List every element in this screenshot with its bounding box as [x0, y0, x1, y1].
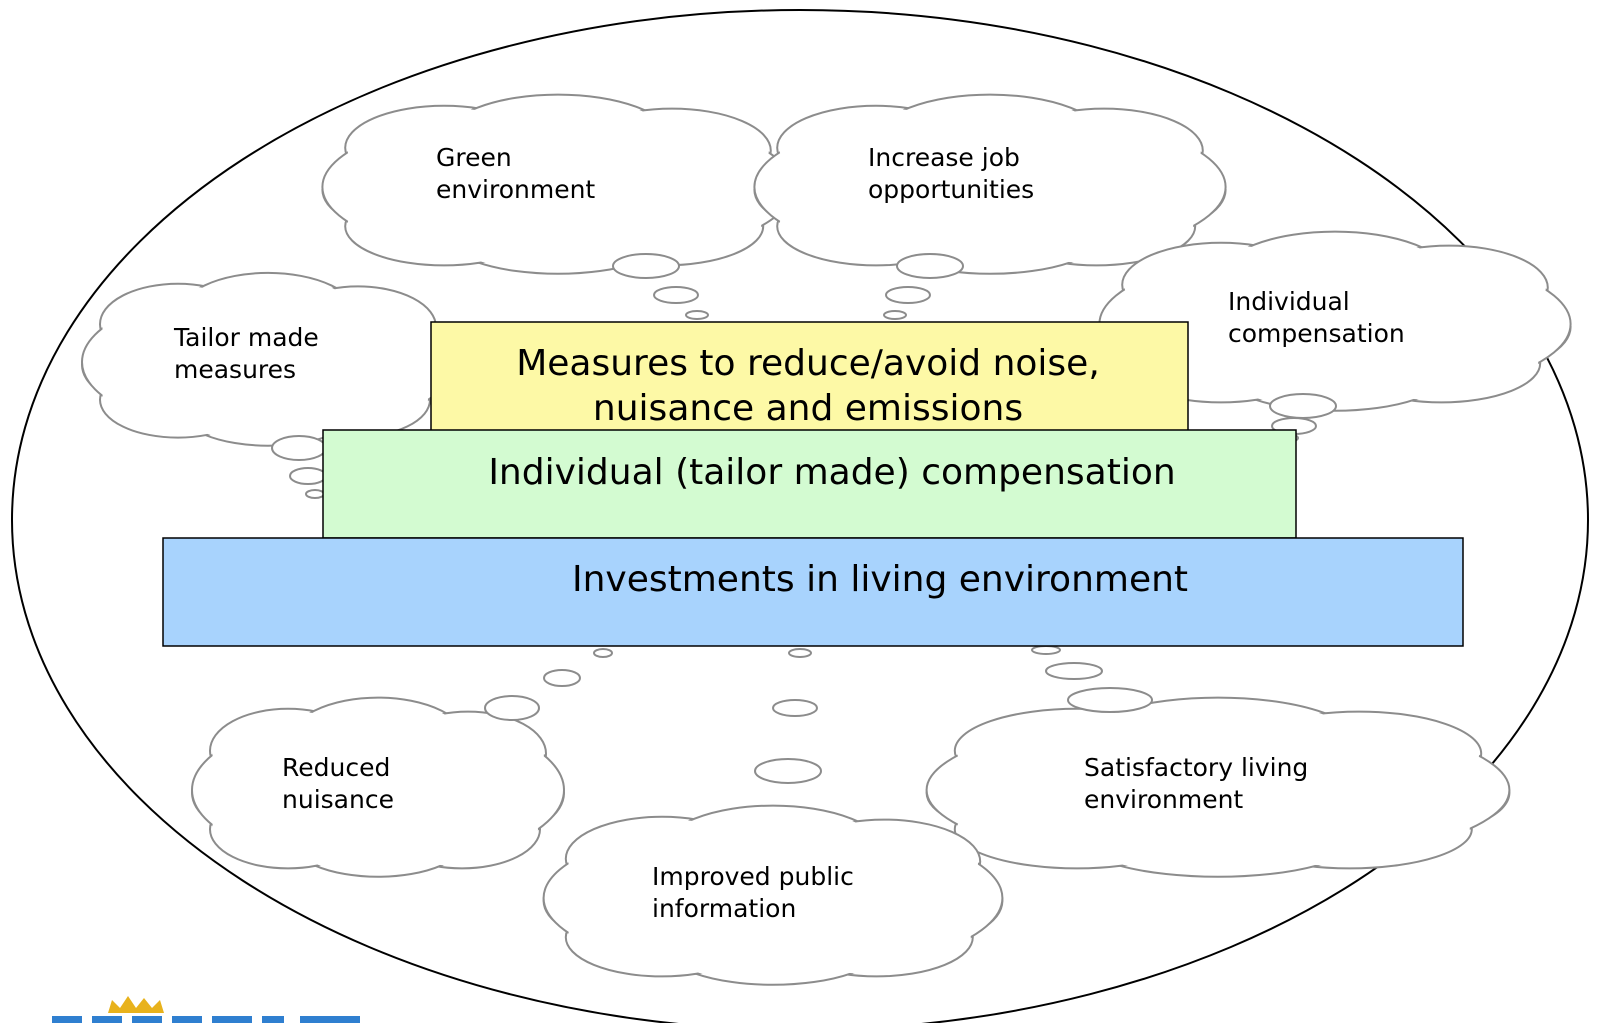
cloud-shape-reduced-nuisance [191, 696, 565, 878]
cloud-reduced-nuisance: Reduced nuisance [282, 753, 394, 814]
thought-bubble [896, 253, 964, 279]
thought-bubble [612, 253, 680, 279]
cloud-job-opportunities-line-1: Increase job [868, 143, 1020, 172]
thought-bubble [484, 695, 540, 721]
thought-bubble [754, 758, 822, 784]
thought-bubble [653, 286, 699, 304]
thought-bubble [885, 286, 931, 304]
outer-ellipse [11, 9, 1589, 1023]
cloud-living-environment: Satisfactory living environment [1084, 753, 1308, 814]
box-bottom: Investments in living environment [162, 537, 1464, 647]
cloud-tailor-made-line-2: measures [174, 355, 296, 384]
cloud-individual-compensation-line-1: Individual [1228, 287, 1350, 316]
cloud-public-information: Improved public information [652, 862, 854, 923]
cloud-job-opportunities-line-2: opportunities [868, 175, 1034, 204]
cloud-tailor-made-line-1: Tailor made [173, 323, 319, 352]
cloud-shape-job-opportunities [753, 93, 1227, 275]
thought-bubble [593, 648, 613, 658]
cloud-individual-compensation: Individual compensation [1228, 287, 1405, 348]
box-bottom-line-1: Investments in living environment [572, 559, 1188, 600]
cloud-public-information-line-1: Improved public [652, 862, 854, 891]
thought-bubble [772, 699, 818, 717]
box-top-line-2: nuisance and emissions [593, 388, 1023, 429]
cloud-shape-individual-compensation [1098, 230, 1572, 412]
cloud-green-environment-line-2: environment [436, 175, 595, 204]
thought-bubble [1031, 645, 1061, 655]
thought-bubble [289, 467, 327, 485]
cloud-shape-living-environment [925, 696, 1511, 878]
cloud-shape-tailor-made [81, 271, 455, 447]
box-top-line-1: Measures to reduce/avoid noise, [516, 343, 1100, 384]
clouds-layer [81, 93, 1572, 986]
cloud-tailor-made: Tailor made measures [173, 323, 319, 384]
thought-bubble [883, 310, 907, 320]
thought-bubble [1067, 687, 1153, 713]
box-middle: Individual (tailor made) compensation [322, 429, 1297, 539]
cloud-living-environment-line-2: environment [1084, 785, 1243, 814]
box-top: Measures to reduce/avoid noise, nuisance… [430, 321, 1189, 435]
box-middle-line-1: Individual (tailor made) compensation [488, 452, 1175, 493]
thought-bubble [543, 669, 581, 687]
thought-bubble [1269, 393, 1337, 419]
thought-bubble [1045, 662, 1103, 680]
thought-bubble [788, 648, 812, 658]
crown-logo-icon [52, 996, 360, 1023]
cloud-reduced-nuisance-line-2: nuisance [282, 785, 394, 814]
cloud-individual-compensation-line-2: compensation [1228, 319, 1405, 348]
thought-bubbles-layer [271, 253, 1337, 784]
thought-bubble [271, 435, 327, 461]
thought-bubble [305, 489, 325, 499]
cloud-public-information-line-2: information [652, 894, 796, 923]
cloud-job-opportunities: Increase job opportunities [868, 143, 1034, 204]
cloud-reduced-nuisance-line-1: Reduced [282, 753, 390, 782]
cloud-shape-green-environment [321, 93, 795, 275]
cloud-shape-public-information [542, 804, 1004, 986]
cloud-green-environment-line-1: Green [436, 143, 512, 172]
thought-bubble [685, 310, 709, 320]
cloud-living-environment-line-1: Satisfactory living [1084, 753, 1308, 782]
cloud-green-environment: Green environment [436, 143, 595, 204]
